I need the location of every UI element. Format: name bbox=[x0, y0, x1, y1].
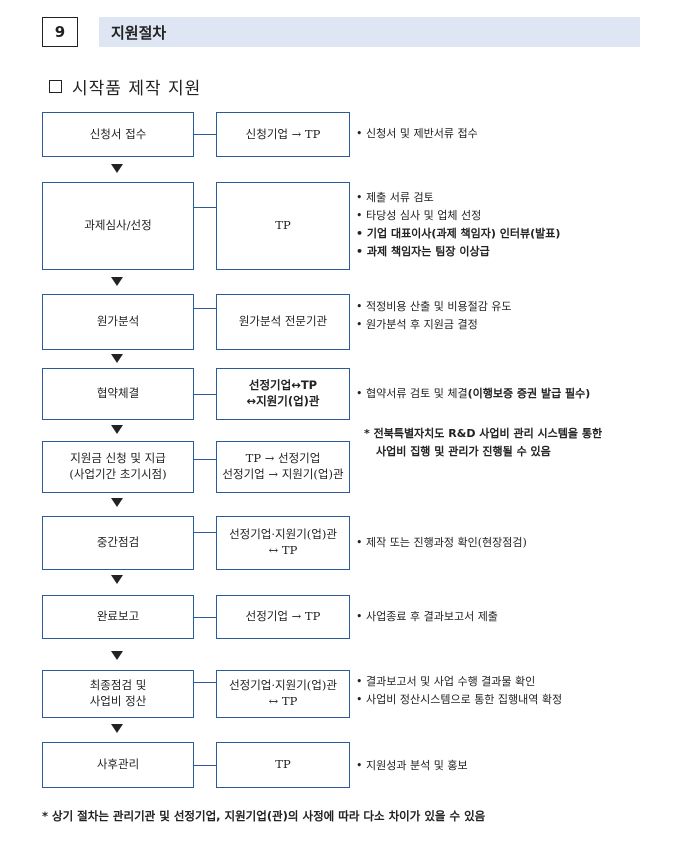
note-item: • 협약서류 검토 및 체결(이행보증 증권 발급 필수) bbox=[356, 387, 591, 400]
actor-label: 선정기업 → TP bbox=[245, 609, 321, 624]
note-item: • 사업종료 후 결과보고서 제출 bbox=[356, 610, 498, 623]
note-item: • 기업 대표이사(과제 책임자) 인터뷰(발표) bbox=[356, 227, 561, 241]
note-item: • 적정비용 산출 및 비용절감 유도 bbox=[356, 300, 512, 313]
step-notes: • 지원성과 분석 및 홍보 bbox=[356, 757, 468, 775]
step-box: 지원금 신청 및 지급 (사업기간 초기시점) bbox=[42, 441, 194, 493]
actor-label: ↔ TP bbox=[268, 543, 298, 557]
step-notes: • 사업종료 후 결과보고서 제출 bbox=[356, 608, 498, 626]
actor-box: 선정기업↔TP ↔지원기(업)관 bbox=[216, 368, 350, 420]
footer-note: * 상기 절차는 관리기관 및 선정기업, 지원기업(관)의 사정에 따라 다소… bbox=[42, 809, 486, 823]
step-box: 과제심사/선정 bbox=[42, 182, 194, 270]
step-box: 완료보고 bbox=[42, 595, 194, 639]
connector-line bbox=[194, 394, 216, 395]
step-notes: • 제출 서류 검토 • 타당성 심사 및 업체 선정 • 기업 대표이사(과제… bbox=[356, 189, 560, 262]
actor-label: 선정기업 → 지원기(업)관 bbox=[222, 467, 344, 481]
actor-label: 선정기업↔TP bbox=[248, 378, 318, 393]
connector-line bbox=[194, 134, 216, 135]
actor-label: ↔지원기(업)관 bbox=[246, 394, 320, 408]
connector-line bbox=[194, 765, 216, 766]
note-item: • 제작 또는 진행과정 확인(현장점검) bbox=[356, 536, 527, 549]
step-notes: • 신청서 및 제반서류 접수 bbox=[356, 125, 478, 143]
star-note-line: * 전북특별자치도 R&D 사업비 관리 시스템을 통한 bbox=[364, 427, 603, 440]
step-label: 사후관리 bbox=[96, 757, 140, 772]
step-box: 사후관리 bbox=[42, 742, 194, 788]
actor-label: 선정기업·지원기(업)관 bbox=[229, 678, 337, 693]
step-label: 사업비 정산 bbox=[89, 694, 147, 708]
actor-box: TP bbox=[216, 182, 350, 270]
step-box: 협약체결 bbox=[42, 368, 194, 420]
star-note: * 전북특별자치도 R&D 사업비 관리 시스템을 통한 사업비 집행 및 관리… bbox=[364, 425, 602, 460]
actor-box: TP bbox=[216, 742, 350, 788]
step-notes: • 협약서류 검토 및 체결(이행보증 증권 발급 필수) bbox=[356, 385, 590, 403]
note-item: • 지원성과 분석 및 홍보 bbox=[356, 759, 468, 772]
step-notes: • 적정비용 산출 및 비용절감 유도 • 원가분석 후 지원금 결정 bbox=[356, 298, 512, 334]
actor-box: 선정기업·지원기(업)관 ↔ TP bbox=[216, 516, 350, 570]
connector-line bbox=[194, 207, 216, 208]
step-label: 지원금 신청 및 지급 bbox=[70, 451, 166, 466]
step-notes: • 제작 또는 진행과정 확인(현장점검) bbox=[356, 534, 527, 552]
actor-label: 신청기업 → TP bbox=[245, 126, 321, 141]
down-arrow-icon bbox=[111, 724, 123, 733]
note-item: • 결과보고서 및 사업 수행 결과물 확인 bbox=[356, 675, 536, 688]
note-item: • 사업비 정산시스템으로 통한 집행내역 확정 bbox=[356, 693, 563, 707]
step-label: 원가분석 bbox=[96, 314, 140, 329]
actor-label: 선정기업·지원기(업)관 bbox=[229, 527, 337, 542]
down-arrow-icon bbox=[111, 164, 123, 173]
actor-box: 원가분석 전문기관 bbox=[216, 294, 350, 350]
actor-label: ↔ TP bbox=[268, 694, 298, 708]
connector-line bbox=[194, 682, 216, 683]
down-arrow-icon bbox=[111, 575, 123, 584]
step-notes: • 결과보고서 및 사업 수행 결과물 확인 • 사업비 정산시스템으로 통한 … bbox=[356, 673, 562, 709]
connector-line bbox=[194, 308, 216, 309]
step-label: 과제심사/선정 bbox=[84, 218, 152, 233]
note-item: • 제출 서류 검토 bbox=[356, 191, 434, 204]
down-arrow-icon bbox=[111, 354, 123, 363]
actor-label: 원가분석 전문기관 bbox=[238, 314, 328, 329]
step-label: 신청서 접수 bbox=[89, 126, 147, 141]
connector-line bbox=[194, 617, 216, 618]
actor-label: TP bbox=[275, 218, 291, 233]
note-item: • 신청서 및 제반서류 접수 bbox=[356, 127, 478, 140]
step-label: 중간점검 bbox=[96, 535, 140, 550]
connector-line bbox=[194, 532, 216, 533]
step-box: 원가분석 bbox=[42, 294, 194, 350]
actor-box: 선정기업·지원기(업)관 ↔ TP bbox=[216, 670, 350, 718]
subtitle: 시작품 제작 지원 bbox=[49, 74, 201, 99]
note-item: • 원가분석 후 지원금 결정 bbox=[356, 318, 478, 332]
step-label: 최종점검 및 bbox=[89, 678, 147, 693]
section-title: 지원절차 bbox=[99, 17, 640, 47]
actor-box: 선정기업 → TP bbox=[216, 595, 350, 639]
subtitle-text: 시작품 제작 지원 bbox=[72, 79, 202, 99]
checkbox-square-icon bbox=[49, 80, 62, 93]
note-item: • 과제 책임자는 팀장 이상급 bbox=[356, 245, 490, 259]
step-box: 최종점검 및 사업비 정산 bbox=[42, 670, 194, 718]
step-label: 협약체결 bbox=[96, 386, 140, 401]
actor-box: TP → 선정기업 선정기업 → 지원기(업)관 bbox=[216, 441, 350, 493]
down-arrow-icon bbox=[111, 277, 123, 286]
down-arrow-icon bbox=[111, 425, 123, 434]
step-box: 신청서 접수 bbox=[42, 112, 194, 157]
note-item: • 타당성 심사 및 업체 선정 bbox=[356, 209, 482, 223]
step-label: (사업기간 초기시점) bbox=[69, 467, 167, 481]
step-label: 완료보고 bbox=[96, 609, 140, 624]
connector-line bbox=[194, 459, 216, 460]
star-note-line: 사업비 집행 및 관리가 진행될 수 있음 bbox=[376, 444, 551, 458]
step-box: 중간점검 bbox=[42, 516, 194, 570]
down-arrow-icon bbox=[111, 498, 123, 507]
section-number: 9 bbox=[42, 17, 78, 47]
actor-label: TP → 선정기업 bbox=[245, 451, 321, 466]
actor-box: 신청기업 → TP bbox=[216, 112, 350, 157]
down-arrow-icon bbox=[111, 651, 123, 660]
actor-label: TP bbox=[275, 757, 291, 772]
